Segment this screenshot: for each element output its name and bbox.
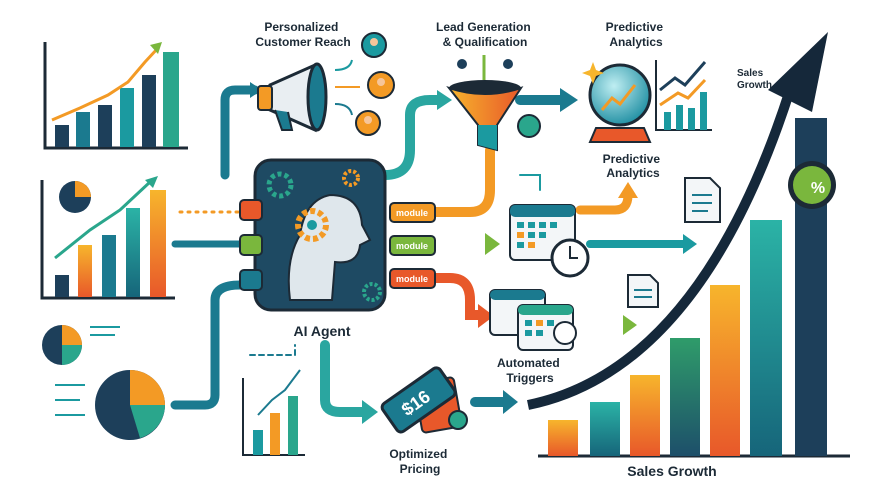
predictive-analytics-label-top: Predictive Analytics: [606, 20, 667, 49]
megaphone-icon: [257, 62, 328, 133]
personalized-reach-label: Personalized Customer Reach: [255, 20, 350, 49]
module-blocks: module module module: [389, 202, 436, 289]
flow-connectors: [170, 82, 697, 424]
price-tag-icon: $16: [380, 366, 468, 434]
module-label: module: [396, 274, 428, 284]
sales-growth-bar-chart: [526, 32, 850, 458]
customer-avatars: [334, 32, 395, 136]
module-label: module: [396, 241, 428, 251]
predictive-analytics-label-mid: Predictive Analytics: [603, 152, 664, 180]
left-bar-chart-top: [43, 42, 188, 150]
small-growth-chart: [242, 369, 305, 456]
automated-triggers-label: Automated Triggers: [497, 356, 563, 385]
ai-agent-chip: [239, 158, 387, 312]
predictive-mini-chart: [655, 60, 712, 131]
module-green: module: [389, 235, 436, 256]
sales-growth-label-main: Sales Growth: [627, 463, 716, 479]
module-label: module: [396, 208, 428, 218]
sales-growth-label-small: Sales Growth: [737, 68, 772, 91]
document-icon: [627, 177, 721, 308]
optimized-pricing-label: Optimized Pricing: [389, 447, 450, 476]
calendar-stack-icon: [489, 289, 577, 351]
percent-symbol: %: [811, 180, 825, 197]
ai-agent-label: AI Agent: [293, 323, 350, 339]
left-bar-chart-middle: [40, 176, 175, 300]
module-orange: module: [389, 202, 436, 223]
pie-charts: [42, 325, 165, 440]
percent-badge: %: [788, 161, 836, 209]
funnel-icon: [446, 55, 541, 152]
module-red: module: [389, 268, 436, 289]
lead-generation-label: Lead Generation & Qualification: [436, 20, 534, 49]
crystal-ball-icon: [582, 62, 652, 143]
calendar-clock-icon: [509, 204, 590, 278]
